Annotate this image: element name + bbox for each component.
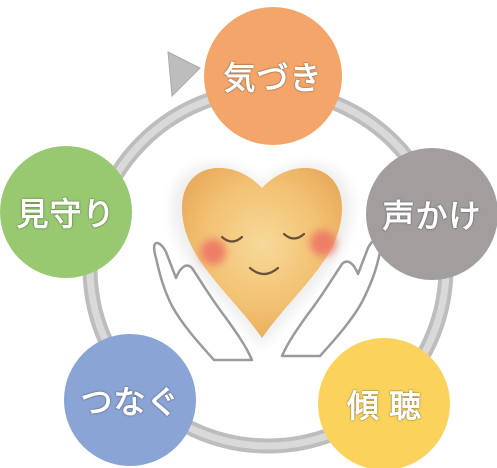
left-hand xyxy=(152,241,254,362)
right-hand xyxy=(280,237,383,358)
node-keicho-label: 傾聴 xyxy=(346,387,431,425)
node-koekake: 声かけ xyxy=(366,148,497,280)
arrowhead-icon xyxy=(167,51,201,98)
right-cheek xyxy=(310,230,336,256)
heart-icon xyxy=(182,167,342,338)
node-mimamori: 見守り xyxy=(0,146,132,278)
node-koekake-label: 声かけ xyxy=(382,197,482,235)
node-kizuki: 気づき xyxy=(204,7,342,145)
smile xyxy=(248,266,280,276)
node-tsunagu-label: つなぐ xyxy=(80,383,180,421)
node-mimamori-label: 見守り xyxy=(16,195,116,233)
left-eye xyxy=(220,235,244,243)
left-cheek xyxy=(200,239,226,265)
node-keicho: 傾聴 xyxy=(318,338,450,468)
node-kizuki-label: 気づき xyxy=(223,59,323,97)
right-eye xyxy=(282,232,306,240)
node-tsunagu: つなぐ xyxy=(64,334,196,466)
